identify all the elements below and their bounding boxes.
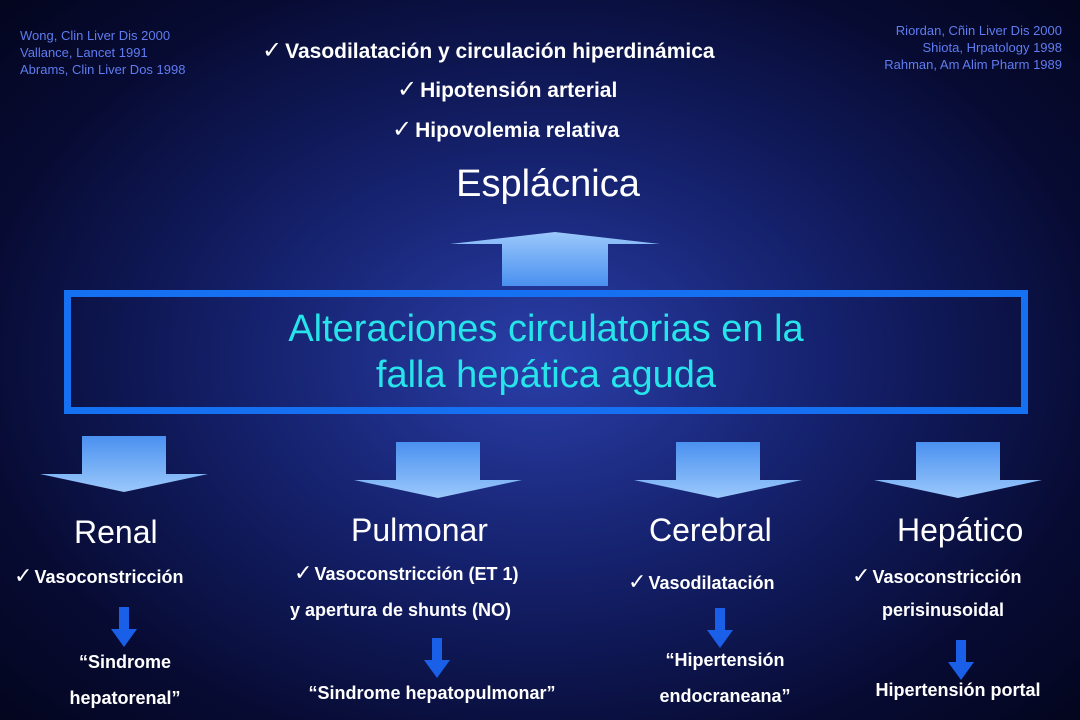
small-down-arrow-icon — [948, 640, 974, 680]
outcome-line: “Sindrome — [78, 652, 171, 672]
down-arrow-icon — [874, 442, 1042, 498]
splanchnic-bullet-text: Hipovolemia relativa — [415, 119, 620, 142]
reference-line: Wong, Clin Liver Dis 2000 — [20, 28, 171, 43]
organ-bullet-continuation: perisinusoidal — [882, 600, 1005, 620]
small-down-arrow-icon — [707, 608, 733, 648]
organ-bullet-text: Vasoconstricción — [872, 567, 1022, 587]
small-down-arrow-icon — [424, 638, 450, 678]
down-arrow-icon — [634, 442, 802, 498]
organ-outcome-hepatico: Hipertensión portal — [846, 672, 1070, 708]
outcome-line: “Sindrome hepatopulmonar” — [308, 683, 556, 703]
check-icon: ✓ — [852, 563, 871, 588]
outcome-line: endocraneana” — [659, 686, 791, 706]
outcome-line: Hipertensión portal — [875, 680, 1041, 700]
outcome-line: “Hipertensión — [665, 650, 785, 670]
organ-name-pulmonar: Pulmonar — [351, 512, 488, 548]
main-title-line: falla hepática aguda — [375, 354, 717, 396]
splanchnic-label: Esplácnica — [456, 163, 640, 205]
organ-bullet-text: Vasoconstricción (ET 1) — [314, 564, 519, 584]
down-arrow-icon — [354, 442, 522, 498]
reference-line: Rahman, Am Alim Pharm 1989 — [884, 57, 1062, 72]
up-arrow-icon — [450, 232, 660, 286]
splanchnic-bullet: ✓Vasodilatación y circulación hiperdinám… — [262, 36, 715, 65]
organ-bullet-pulmonar: ✓Vasoconstricción (ET 1) — [294, 560, 519, 586]
organ-name-hepatico: Hepático — [897, 512, 1024, 548]
organ-bullet-text: Vasodilatación — [648, 573, 775, 593]
organ-outcome-renal: “Sindrome hepatorenal” — [40, 644, 210, 716]
references-right: Riordan, Cñin Liver Dis 2000 Shiota, Hrp… — [884, 22, 1062, 73]
outcome-line: hepatorenal” — [69, 688, 181, 708]
check-icon: ✓ — [628, 569, 647, 594]
splanchnic-bullet: ✓Hipotensión arterial — [397, 75, 617, 104]
organ-name-renal: Renal — [74, 514, 158, 550]
small-down-arrow-icon — [111, 607, 137, 647]
reference-line: Riordan, Cñin Liver Dis 2000 — [895, 23, 1062, 38]
organ-name-cerebral: Cerebral — [649, 512, 772, 548]
splanchnic-bullet-text: Vasodilatación y circulación hiperdinámi… — [285, 40, 715, 63]
organ-outcome-pulmonar: “Sindrome hepatopulmonar” — [272, 675, 592, 711]
organ-outcome-cerebral: “Hipertensión endocraneana” — [630, 642, 820, 714]
splanchnic-bullet: ✓Hipovolemia relativa — [392, 115, 619, 144]
splanchnic-bullet-text: Hipotensión arterial — [420, 79, 618, 102]
check-icon: ✓ — [294, 560, 313, 585]
organ-bullet-text: Vasoconstricción — [34, 567, 184, 587]
reference-line: Abrams, Clin Liver Dos 1998 — [20, 62, 186, 77]
main-title-box: Alteraciones circulatorias en la falla h… — [64, 290, 1028, 414]
check-icon: ✓ — [14, 563, 33, 588]
organ-bullet-cerebral: ✓Vasodilatación — [628, 569, 774, 595]
main-title-line: Alteraciones circulatorias en la — [288, 308, 804, 350]
organ-bullet-continuation: y apertura de shunts (NO) — [290, 600, 512, 620]
check-icon: ✓ — [262, 37, 283, 64]
organ-bullet-hepatico: ✓Vasoconstricción — [852, 563, 1022, 589]
check-icon: ✓ — [397, 76, 418, 103]
down-arrow-icon — [40, 436, 208, 492]
references-left: Wong, Clin Liver Dis 2000 Vallance, Lanc… — [20, 27, 185, 78]
reference-line: Shiota, Hrpatology 1998 — [922, 40, 1062, 55]
organ-bullet-renal: ✓Vasoconstricción — [14, 563, 184, 589]
check-icon: ✓ — [392, 116, 413, 143]
reference-line: Vallance, Lancet 1991 — [20, 45, 148, 60]
